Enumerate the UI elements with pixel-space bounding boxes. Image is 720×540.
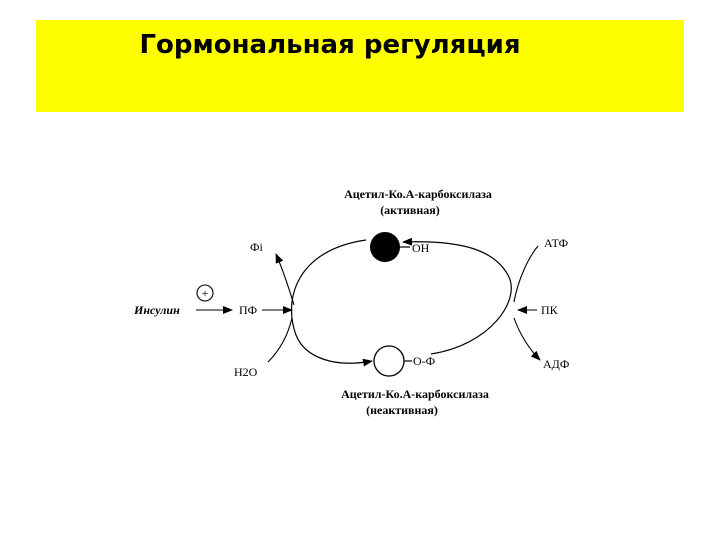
- insulin-label: Инсулин: [133, 303, 180, 317]
- phosphatase-label: ПФ: [239, 303, 257, 317]
- adp-release-arrow: [513, 317, 541, 361]
- pi-label: Фі: [250, 240, 263, 254]
- left-cycle-arc: [290, 239, 373, 367]
- title-banner: Гормональная регуляция: [36, 20, 684, 112]
- h2o-label: H2O: [234, 365, 258, 379]
- atp-label: АТФ: [544, 236, 568, 250]
- adp-label: АДФ: [543, 357, 569, 371]
- activation-sign: +: [202, 286, 209, 300]
- h2o-input-line: [267, 317, 293, 363]
- activation-sign-circle: [196, 284, 214, 302]
- kinase-label: ПК: [541, 303, 559, 317]
- o-p-label: O-Ф: [413, 354, 435, 368]
- inactive-enzyme-name: Ацетил-Ко.А-карбоксилаза: [341, 387, 489, 401]
- pi-release-arrow: [275, 253, 295, 306]
- active-enzyme-state: (активная): [380, 203, 440, 217]
- inactive-enzyme-state: (неактивная): [366, 403, 438, 417]
- active-enzyme-name: Ацетил-Ко.А-карбоксилаза: [344, 187, 492, 201]
- inactive-enzyme-circle: [373, 345, 405, 377]
- atp-input-line: [513, 245, 539, 303]
- slide-title: Гормональная регуляция: [139, 30, 521, 60]
- oh-label: OH: [412, 241, 430, 255]
- right-cycle-arc: [402, 237, 512, 355]
- active-enzyme-circle: [370, 232, 400, 262]
